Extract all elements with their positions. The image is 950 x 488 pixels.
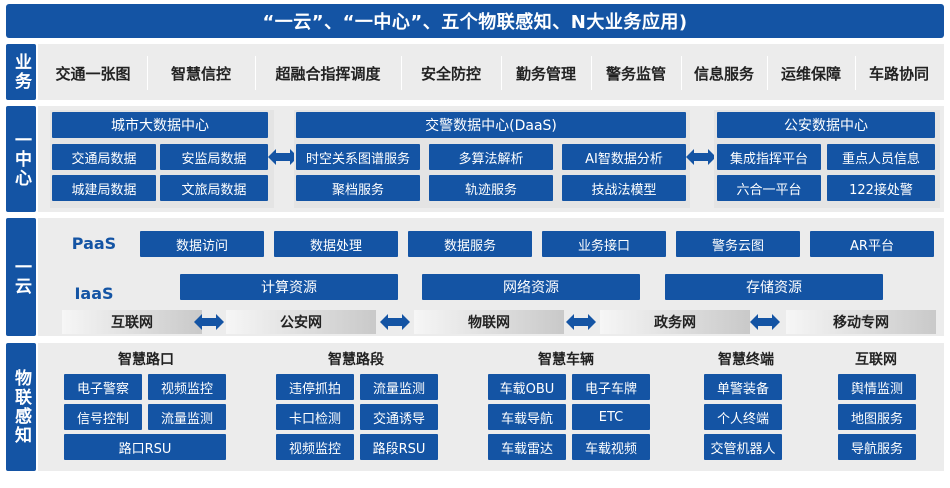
iot-group-title: 智慧路口 [118,352,174,368]
iot-item: 流量监测 [148,404,226,430]
police-data-item: 重点人员信息 [827,144,935,170]
iaas-item: 计算资源 [180,274,398,300]
business-item: 信息服务 [693,64,754,83]
business-panel [38,44,944,100]
paas-label: PaaS [71,233,117,253]
iaas-item: 网络资源 [422,274,640,300]
side-label-center: 一中心 [6,106,36,212]
city-data-item: 文旅局数据 [160,175,268,201]
iot-item: 车载导航 [488,404,566,430]
iot-item: 导航服务 [838,434,916,460]
network-item: 政务网 [600,310,750,334]
iot-item: 个人终端 [704,404,782,430]
network-item: 公安网 [226,310,376,334]
divider [855,56,856,90]
iot-group-title: 智慧路段 [328,352,384,368]
iot-item: 电子车牌 [572,374,650,400]
divider [591,56,592,90]
iot-group-title: 互联网 [855,352,897,368]
network-item: 物联网 [414,310,564,334]
side-label-cloud: 一云 [6,218,36,336]
side-label-business: 业务 [6,44,36,100]
iot-item: ETC [572,404,650,430]
iot-item: 路口RSU [64,434,226,460]
paas-item: AR平台 [810,231,934,257]
bidirectional-arrow-icon [566,314,596,330]
daas-item: AI智数据分析 [562,144,686,170]
side-label-iot: 物联感知 [6,343,36,471]
business-item: 运维保障 [780,64,841,83]
iot-item: 信号控制 [64,404,142,430]
network-item: 互联网 [62,310,202,334]
business-item: 智慧信控 [170,64,231,83]
business-item: 安全防控 [420,64,481,83]
iot-item: 卡口检测 [276,404,354,430]
iot-item: 单警装备 [704,374,782,400]
iot-item: 车载OBU [488,374,566,400]
paas-item: 数据处理 [274,231,398,257]
daas-item: 技战法模型 [562,175,686,201]
iot-item: 车载视频 [572,434,650,460]
business-item: 车路协同 [868,64,929,83]
iot-item: 舆情监测 [838,374,916,400]
police-data-item: 集成指挥平台 [717,144,821,170]
bidirectional-arrow-icon [380,314,410,330]
bidirectional-arrow-icon [194,314,224,330]
police-data-item: 122接处警 [827,175,935,201]
iot-item: 路段RSU [360,434,438,460]
page-title: “一云”、“一中心”、五个物联感知、N大业务应用) [6,4,944,38]
business-item: 交通一张图 [55,64,131,83]
divider [255,56,256,90]
iaas-item: 存储资源 [665,274,883,300]
iot-item: 视频监控 [276,434,354,460]
police-data-item: 六合一平台 [717,175,821,201]
daas-title: 交警数据中心(DaaS) [296,112,686,138]
daas-item: 多算法解析 [429,144,553,170]
bidirectional-arrow-icon [686,149,716,165]
paas-item: 业务接口 [542,231,666,257]
iot-item: 流量监测 [360,374,438,400]
paas-item: 数据访问 [140,231,264,257]
iot-item: 交通诱导 [360,404,438,430]
iot-item: 电子警察 [64,374,142,400]
business-item: 超融合指挥调度 [275,64,381,83]
daas-item: 时空关系图谱服务 [296,144,420,170]
paas-item: 警务云图 [676,231,800,257]
iot-group-title: 智慧终端 [718,352,774,368]
business-item: 勤务管理 [515,64,576,83]
divider [501,56,502,90]
city-data-item: 安监局数据 [160,144,268,170]
divider [767,56,768,90]
business-item: 警务监管 [605,64,666,83]
iot-item: 违停抓拍 [276,374,354,400]
bidirectional-arrow-icon [750,314,780,330]
police-data-title: 公安数据中心 [717,112,935,138]
paas-item: 数据服务 [408,231,532,257]
network-item: 移动专网 [786,310,936,334]
iot-group-title: 智慧车辆 [538,352,594,368]
bidirectional-arrow-icon [268,149,298,165]
iot-item: 视频监控 [148,374,226,400]
daas-item: 轨迹服务 [429,175,553,201]
iot-item: 车载雷达 [488,434,566,460]
iot-item: 地图服务 [838,404,916,430]
city-data-item: 城建局数据 [52,175,156,201]
city-data-title: 城市大数据中心 [52,112,268,138]
daas-item: 聚档服务 [296,175,420,201]
divider [147,56,148,90]
iaas-label: IaaS [74,283,114,303]
city-data-item: 交通局数据 [52,144,156,170]
divider [401,56,402,90]
iot-item: 交管机器人 [704,434,782,460]
divider [681,56,682,90]
